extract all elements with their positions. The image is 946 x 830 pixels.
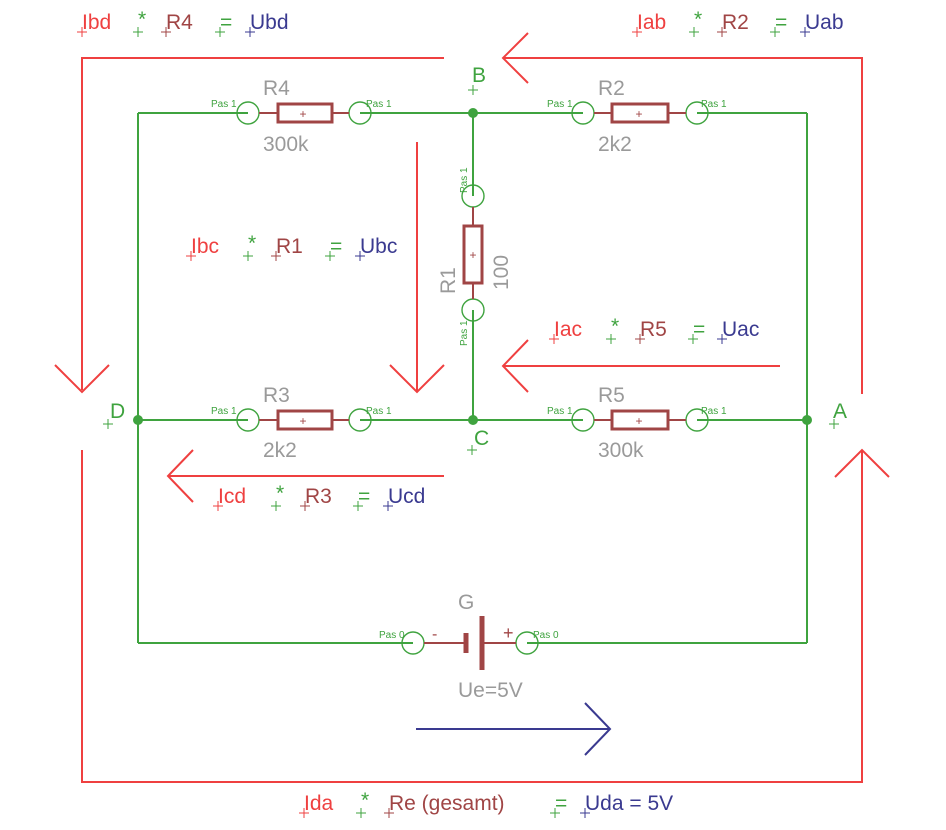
junction-d [133, 415, 143, 425]
source-minus-sign: - [432, 626, 437, 643]
arrowhead-c-horizontal [501, 339, 529, 393]
r3-pin2-label: Pas 1 [366, 406, 392, 417]
equation-bc-resistor: R1 [276, 235, 303, 258]
r4-value: 300k [263, 133, 309, 156]
equation-cd-times: * [276, 482, 284, 505]
arrowhead-c-vertical [389, 364, 445, 394]
equation-ac-current: Iac [554, 318, 582, 341]
arrowhead-d-horizontal [166, 449, 194, 503]
node-label-a: A [833, 400, 847, 423]
equation-ac: Iac * R5 = Uac [554, 315, 759, 341]
resistor-r4[interactable]: + Pas 1 Pas 1 R4 300k [211, 77, 392, 156]
r4-name: R4 [263, 77, 290, 100]
equation-bc-voltage: Ubc [360, 235, 397, 258]
equation-ab-resistor: R2 [722, 11, 749, 34]
equation-ac-voltage: Uac [722, 318, 759, 341]
resistor-r1[interactable]: + Pas 1 Pas 1 R1 100 [437, 167, 513, 346]
equation-ab-times: * [694, 8, 702, 31]
arrowhead-b [501, 32, 529, 84]
source-pin2-label: Pas 0 [533, 630, 559, 641]
equation-bd-equals: = [220, 11, 232, 34]
node-labels: B C D A [103, 64, 847, 455]
source-plus-sign: + [503, 623, 514, 643]
equation-da: Ida * Re (gesamt) = Uda = 5V [304, 789, 673, 815]
equation-bc-equals: = [330, 235, 342, 258]
arrow-b-to-d [81, 57, 444, 390]
svg-text:+: + [299, 107, 306, 121]
equation-cd-resistor: R3 [305, 485, 332, 508]
equation-bd-resistor: R4 [166, 11, 193, 34]
node-label-d: D [110, 400, 125, 423]
junction-a [802, 415, 812, 425]
node-label-b: B [472, 64, 486, 87]
resistor-r5[interactable]: + Pas 1 Pas 1 R5 300k [547, 384, 727, 462]
equation-cd: Icd * R3 = Ucd [218, 482, 425, 508]
equation-cd-current: Icd [218, 485, 246, 508]
r4-pin2-label: Pas 1 [366, 99, 392, 110]
equation-da-resistor: Re (gesamt) [389, 792, 505, 815]
junctions [133, 108, 812, 425]
equation-da-equals: = [555, 792, 567, 815]
resistor-r3[interactable]: + Pas 1 Pas 1 R3 2k2 [211, 384, 392, 462]
equation-ab-current: Iab [637, 11, 666, 34]
r2-value: 2k2 [598, 133, 632, 156]
equation-cd-equals: = [358, 485, 370, 508]
svg-text:+: + [635, 414, 642, 428]
equation-ac-times: * [611, 315, 619, 338]
equation-da-voltage: Uda = 5V [585, 792, 673, 815]
svg-text:+: + [469, 248, 476, 262]
r2-name: R2 [598, 77, 625, 100]
equation-bc-times: * [248, 232, 256, 255]
equation-ac-equals: = [693, 318, 705, 341]
equation-ab-voltage: Uab [805, 11, 844, 34]
source-name: G [458, 591, 474, 614]
junction-c [468, 415, 478, 425]
equation-da-current: Ida [304, 792, 334, 815]
voltage-arrow [416, 702, 612, 756]
arrow-a-to-b [503, 57, 863, 394]
equation-bd-current: Ibd [82, 11, 111, 34]
svg-text:+: + [299, 414, 306, 428]
arrow-d-to-a [81, 450, 863, 783]
wires [137, 112, 808, 644]
source-value: Ue=5V [458, 679, 523, 702]
equation-cd-voltage: Ucd [388, 485, 425, 508]
equation-bd-voltage: Ubd [250, 11, 289, 34]
r2-pin2-label: Pas 1 [701, 99, 727, 110]
voltage-source-g[interactable]: - + Pas 0 Pas 0 G Ue=5V [379, 591, 559, 702]
r1-name: R1 [437, 267, 460, 294]
arrowhead-a [834, 448, 890, 478]
node-label-c: C [474, 427, 489, 450]
equation-ab: Iab * R2 = Uab [637, 8, 844, 34]
r5-name: R5 [598, 384, 625, 407]
r2-pin1-label: Pas 1 [547, 99, 573, 110]
source-pin1-label: Pas 0 [379, 630, 405, 641]
equation-bc-current: Ibc [191, 235, 219, 258]
r1-pin2-label: Pas 1 [459, 320, 470, 346]
equation-ab-equals: = [775, 11, 787, 34]
junction-b [468, 108, 478, 118]
origin-crosses [77, 27, 810, 818]
r5-pin1-label: Pas 1 [547, 406, 573, 417]
equation-bd-times: * [138, 8, 146, 31]
equation-bd: Ibd * R4 = Ubd [82, 8, 289, 34]
svg-text:+: + [635, 107, 642, 121]
equation-ac-resistor: R5 [640, 318, 667, 341]
r4-pin1-label: Pas 1 [211, 99, 237, 110]
equation-da-times: * [361, 789, 369, 812]
r5-value: 300k [598, 439, 644, 462]
r3-name: R3 [263, 384, 290, 407]
current-arrows [54, 32, 890, 783]
resistor-r2[interactable]: + Pas 1 Pas 1 R2 2k2 [547, 77, 727, 156]
r1-pin1-label: Pas 1 [459, 167, 470, 193]
r3-value: 2k2 [263, 439, 297, 462]
r1-value: 100 [490, 255, 513, 290]
arrowhead-d [54, 364, 110, 394]
r5-pin2-label: Pas 1 [701, 406, 727, 417]
equation-bc: Ibc * R1 = Ubc [191, 232, 397, 258]
r3-pin1-label: Pas 1 [211, 406, 237, 417]
